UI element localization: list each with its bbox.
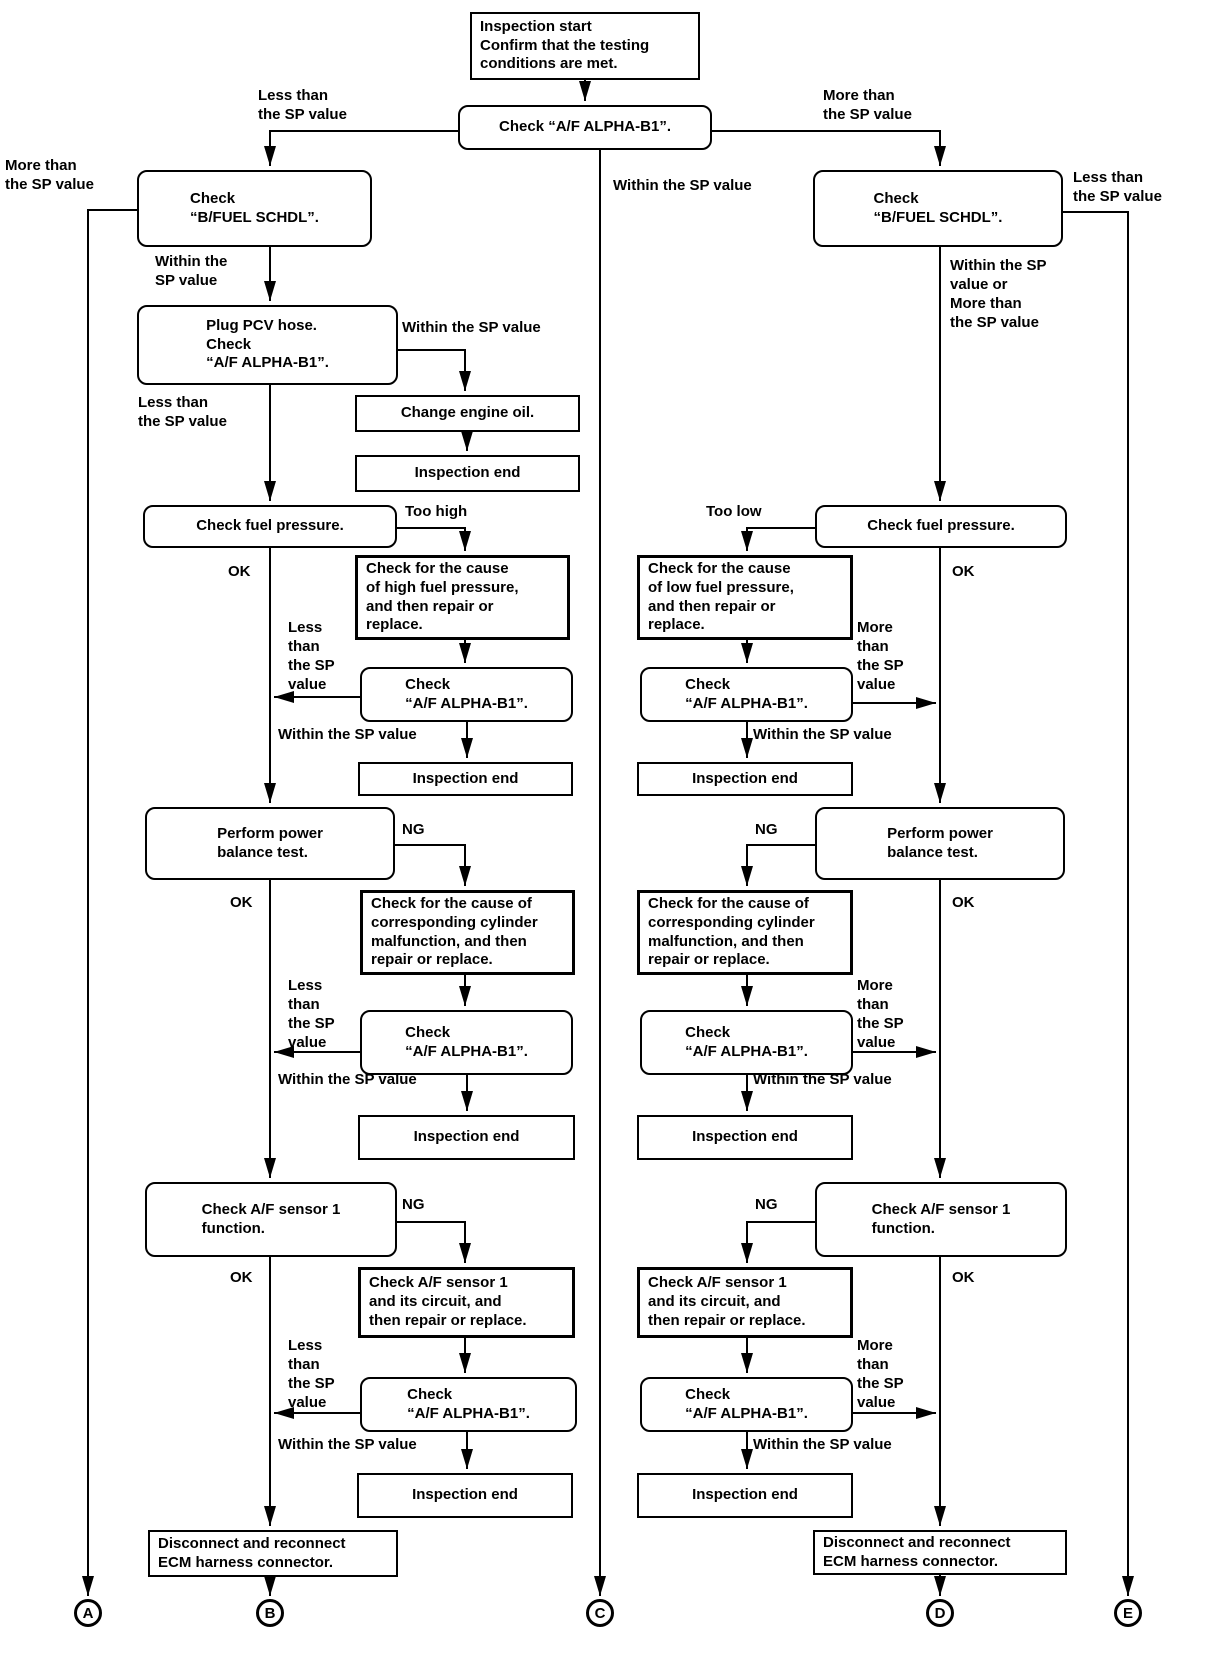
- connector-fuel-left-toohigh: [397, 527, 471, 551]
- node-check-af-sensor-left: Check A/F sensor 1 function.: [145, 1182, 397, 1257]
- edge-label-within-pcv: Within the SP value: [402, 319, 541, 336]
- edge-label-more-stack-3: More than the SP value: [857, 1337, 904, 1412]
- edge-label-ng-sensor-right: NG: [755, 1196, 778, 1213]
- terminal-b: B: [256, 1599, 284, 1627]
- edge-label-less-than-far-right: Less than the SP value: [1073, 169, 1162, 206]
- edge-label-too-high: Too high: [405, 503, 468, 520]
- node-check-af-alpha-right-2: Check “A/F ALPHA-B1”.: [640, 667, 853, 722]
- connector-alpha-to-bfuel-left: [264, 130, 458, 166]
- edge-label-more-stack-2: More than the SP value: [857, 977, 904, 1052]
- node-check-bfuel-right: Check “B/FUEL SCHDL”.: [813, 170, 1063, 247]
- edge-label-ng-sensor-left: NG: [402, 1196, 425, 1213]
- node-check-af-sensor-circuit-right: Check A/F sensor 1 and its circuit, and …: [637, 1267, 853, 1338]
- edge-label-ok-fuel-left: OK: [228, 563, 251, 580]
- connector-line-e: [1063, 211, 1134, 1596]
- edge-label-too-low: Too low: [706, 503, 762, 520]
- connector-line-a: [82, 209, 137, 1596]
- edge-label-within-alpha-l2: Within the SP value: [278, 726, 417, 743]
- terminal-d: D: [926, 1599, 954, 1627]
- node-check-fuel-pressure-right: Check fuel pressure.: [815, 505, 1067, 548]
- node-change-oil: Change engine oil.: [355, 395, 580, 432]
- edge-label-within-center: Within the SP value: [613, 177, 752, 194]
- terminal-a: A: [74, 1599, 102, 1627]
- node-check-af-alpha-right-3: Check “A/F ALPHA-B1”.: [640, 1010, 853, 1075]
- edge-label-ok-power-right: OK: [952, 894, 975, 911]
- terminal-e: E: [1114, 1599, 1142, 1627]
- edge-label-less-than-pcv: Less than the SP value: [138, 394, 227, 431]
- edge-label-within-or-more: Within the SP value or More than the SP …: [950, 257, 1047, 332]
- node-cause-low-fuel-pressure: Check for the cause of low fuel pressure…: [637, 555, 853, 640]
- node-check-bfuel-left: Check “B/FUEL SCHDL”.: [137, 170, 372, 247]
- edge-label-more-than-far-left: More than the SP value: [5, 157, 94, 194]
- edge-label-ng-power-right: NG: [755, 821, 778, 838]
- node-cause-cylinder-right: Check for the cause of corresponding cyl…: [637, 890, 853, 975]
- node-cause-cylinder-left: Check for the cause of corresponding cyl…: [360, 890, 575, 975]
- edge-label-ok-sensor-left: OK: [230, 1269, 253, 1286]
- edge-label-ok-sensor-right: OK: [952, 1269, 975, 1286]
- node-disconnect-ecm-right: Disconnect and reconnect ECM harness con…: [813, 1530, 1067, 1575]
- edge-label-less-stack-1: Less than the SP value: [288, 619, 335, 694]
- node-inspection-end-left-3: Inspection end: [358, 1115, 575, 1160]
- terminal-c: C: [586, 1599, 614, 1627]
- node-power-balance-right: Perform power balance test.: [815, 807, 1065, 880]
- edge-label-more-than-top-right: More than the SP value: [823, 87, 912, 124]
- connector-power-left-ng: [395, 844, 471, 886]
- node-check-af-alpha-left-4: Check “A/F ALPHA-B1”.: [360, 1377, 577, 1432]
- node-check-af-sensor-right: Check A/F sensor 1 function.: [815, 1182, 1067, 1257]
- node-disconnect-ecm-left: Disconnect and reconnect ECM harness con…: [148, 1530, 398, 1577]
- edge-label-ng-power-left: NG: [402, 821, 425, 838]
- node-check-fuel-pressure-left: Check fuel pressure.: [143, 505, 397, 548]
- node-power-balance-left: Perform power balance test.: [145, 807, 395, 880]
- edge-label-within-alpha-r2: Within the SP value: [753, 726, 892, 743]
- connector-sensor-right-ng: [741, 1221, 815, 1263]
- connector-pcv-to-oil: [398, 349, 471, 391]
- edge-label-ok-fuel-right: OK: [952, 563, 975, 580]
- node-check-af-alpha-right-4: Check “A/F ALPHA-B1”.: [640, 1377, 853, 1432]
- edge-label-less-stack-2: Less than the SP value: [288, 977, 335, 1052]
- connector-power-right-ng: [741, 844, 815, 886]
- edge-label-ok-power-left: OK: [230, 894, 253, 911]
- node-inspection-end-left-1: Inspection end: [355, 455, 580, 492]
- connector-fuel-right-toolow: [741, 527, 815, 551]
- node-check-af-alpha-left-2: Check “A/F ALPHA-B1”.: [360, 667, 573, 722]
- edge-label-within-alpha-l3: Within the SP value: [278, 1071, 417, 1088]
- node-plug-pcv: Plug PCV hose. Check “A/F ALPHA-B1”.: [137, 305, 398, 385]
- node-inspection-end-left-4: Inspection end: [357, 1473, 573, 1518]
- node-inspection-start: Inspection start Confirm that the testin…: [470, 12, 700, 80]
- edge-label-less-stack-3: Less than the SP value: [288, 1337, 335, 1412]
- node-inspection-end-right-2: Inspection end: [637, 1115, 853, 1160]
- node-inspection-end-left-2: Inspection end: [358, 762, 573, 796]
- node-check-af-alpha-left-3: Check “A/F ALPHA-B1”.: [360, 1010, 573, 1075]
- edge-label-less-than-top-left: Less than the SP value: [258, 87, 347, 124]
- edge-label-more-stack-1: More than the SP value: [857, 619, 904, 694]
- edge-label-within-alpha-r4: Within the SP value: [753, 1436, 892, 1453]
- edge-label-within-alpha-r3: Within the SP value: [753, 1071, 892, 1088]
- connector-alpha-to-bfuel-right: [712, 130, 946, 166]
- node-check-af-alpha-top: Check “A/F ALPHA-B1”.: [458, 105, 712, 150]
- node-inspection-end-right-3: Inspection end: [637, 1473, 853, 1518]
- node-inspection-end-right-1: Inspection end: [637, 762, 853, 796]
- node-cause-high-fuel-pressure: Check for the cause of high fuel pressur…: [355, 555, 570, 640]
- edge-label-within-alpha-l4: Within the SP value: [278, 1436, 417, 1453]
- edge-label-within-bfuel-left: Within the SP value: [155, 253, 228, 290]
- connector-sensor-left-ng: [397, 1221, 471, 1263]
- node-check-af-sensor-circuit-left: Check A/F sensor 1 and its circuit, and …: [358, 1267, 575, 1338]
